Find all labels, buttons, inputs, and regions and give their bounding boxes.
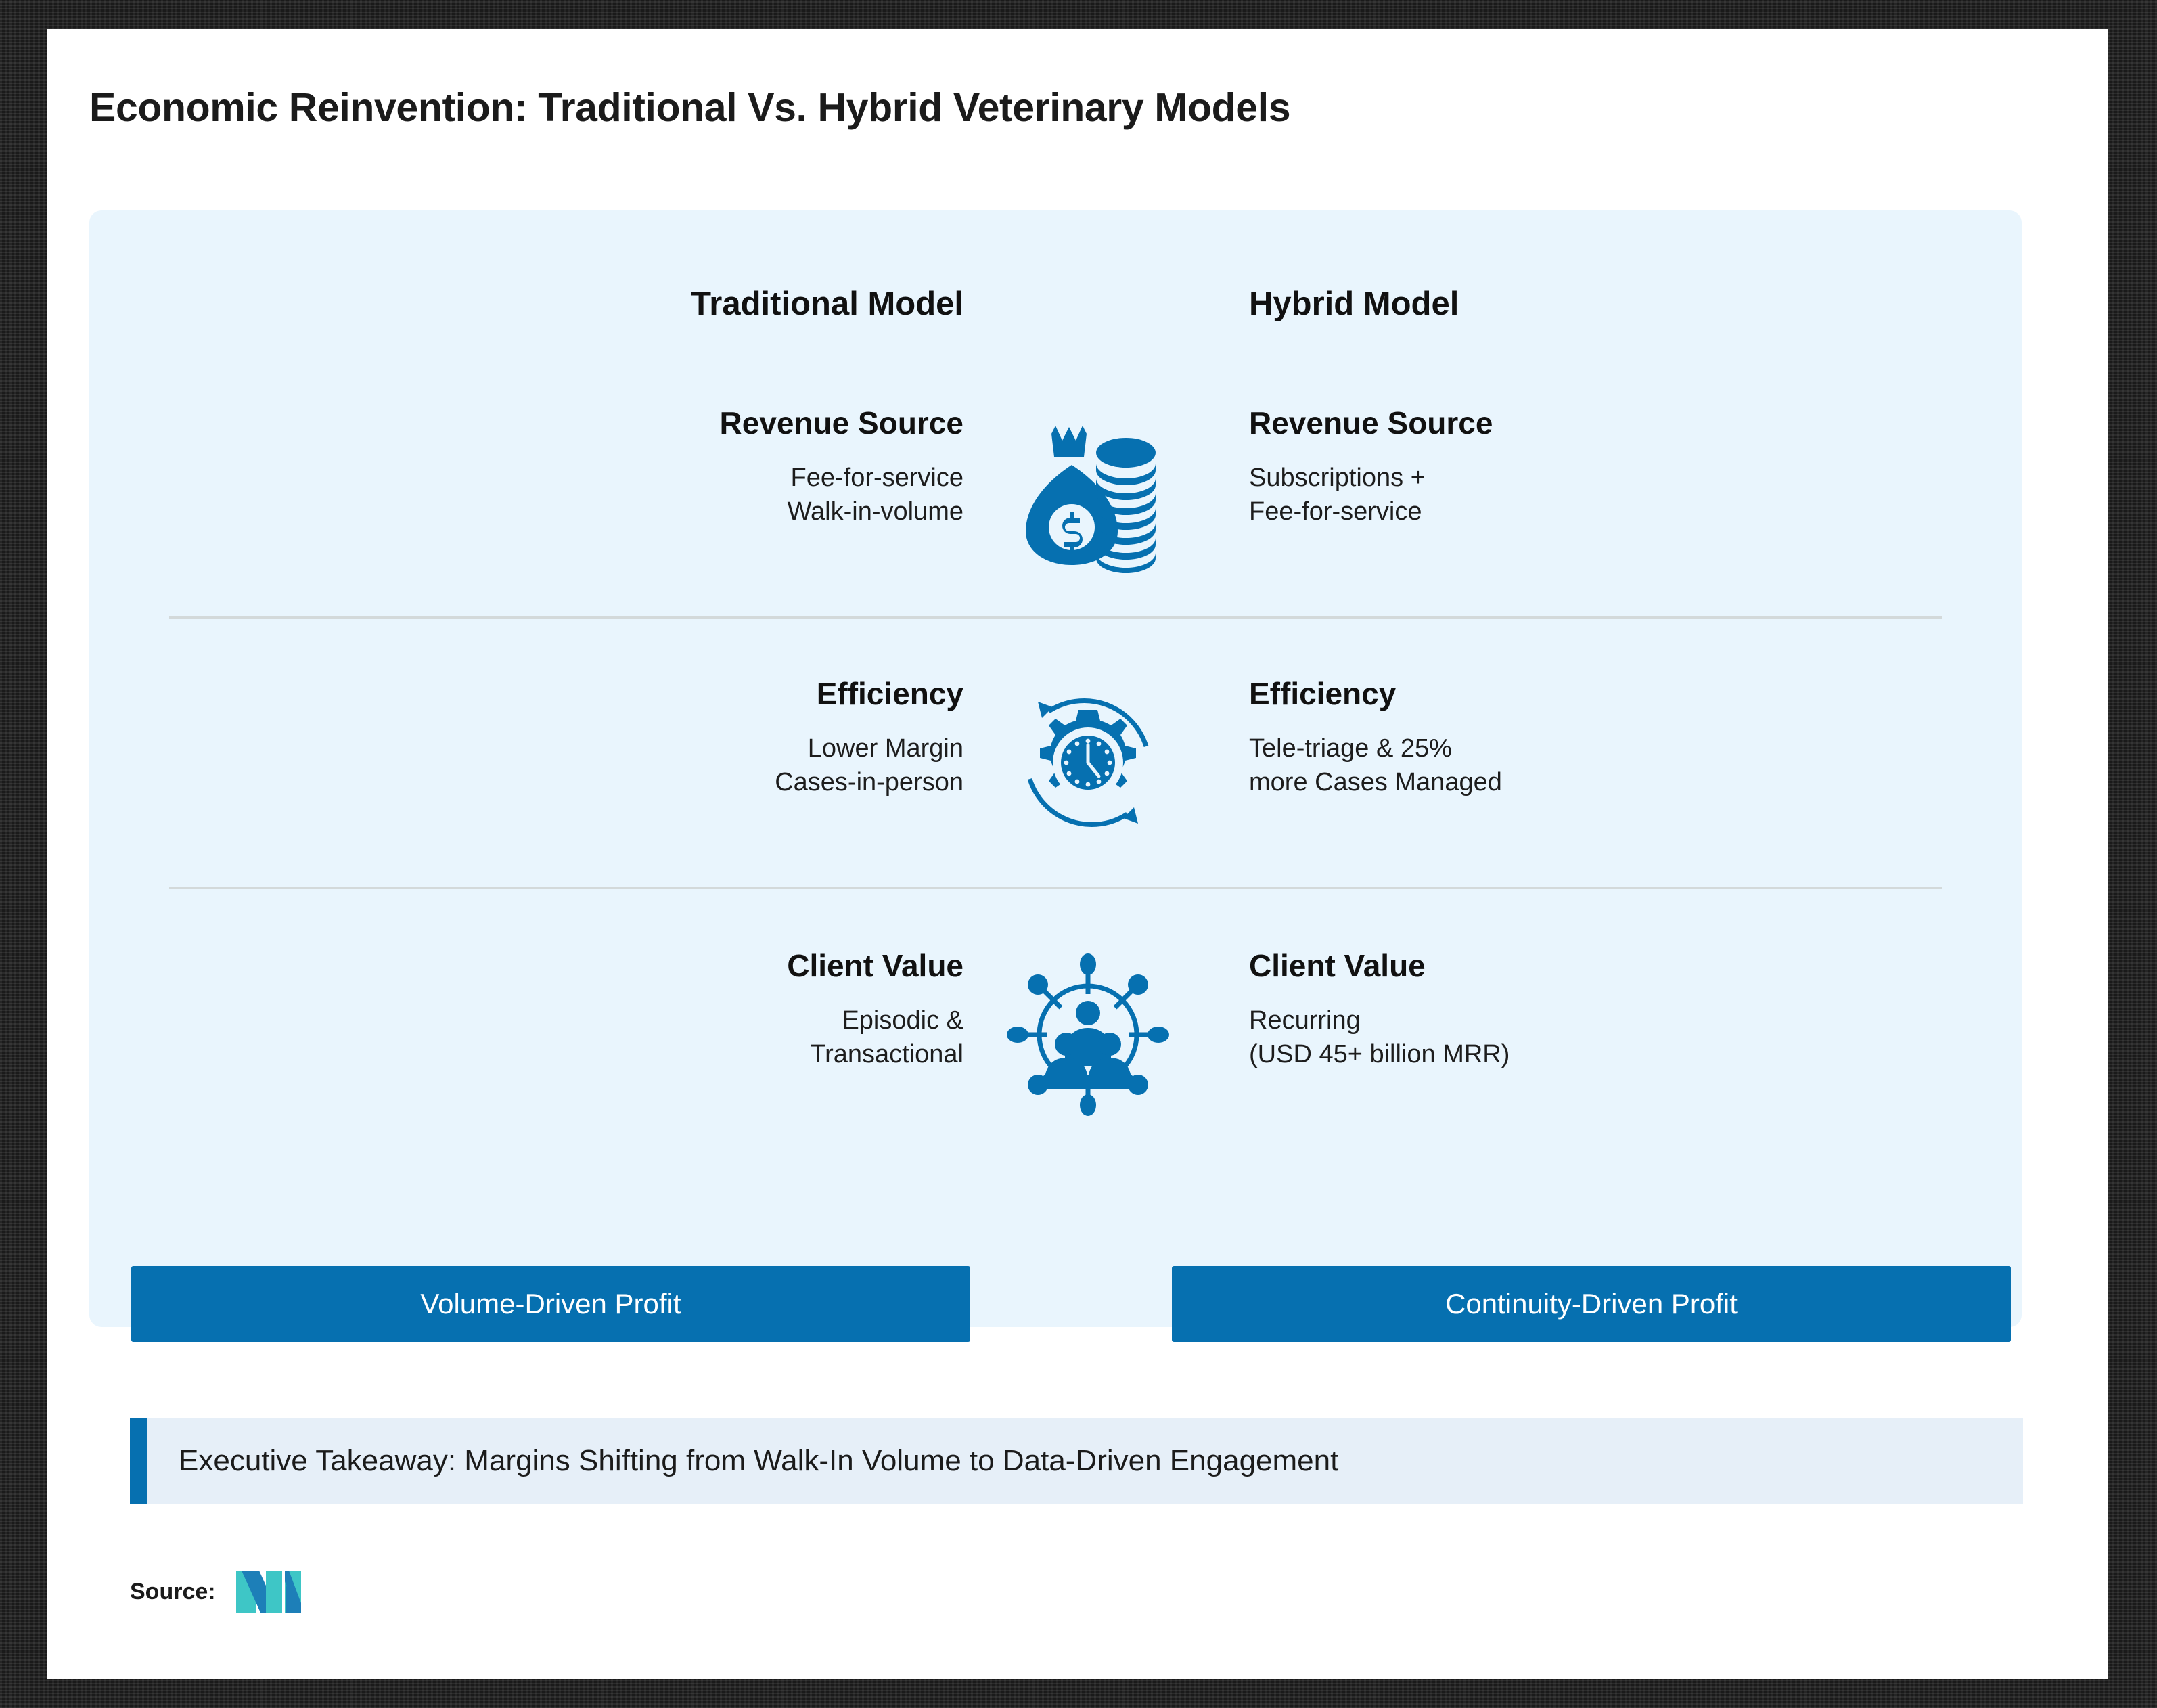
row-efficiency-hybrid: Efficiency Tele-triage & 25% more Cases …: [1249, 677, 2007, 800]
row-divider-2: [169, 887, 1942, 889]
row-efficiency-traditional-line2: Cases-in-person: [775, 768, 963, 797]
row-divider-1: [169, 616, 1942, 619]
row-efficiency-traditional: Efficiency Lower Margin Cases-in-person: [89, 677, 963, 800]
row-revenue-hybrid-line1: Subscriptions +: [1249, 463, 1426, 492]
takeaway-accent-bar: [130, 1418, 147, 1504]
comparison-row-client-value: Client Value Episodic & Transactional: [89, 949, 2022, 1139]
row-efficiency-traditional-heading: Efficiency: [816, 676, 963, 711]
row-efficiency-hybrid-line2: more Cases Managed: [1249, 768, 1502, 797]
row-revenue-hybrid-heading: Revenue Source: [1249, 405, 1493, 441]
row-revenue-hybrid: Revenue Source Subscriptions + Fee-for-s…: [1249, 405, 2007, 529]
executive-takeaway-banner: Executive Takeaway: Margins Shifting fro…: [130, 1418, 2023, 1504]
infographic-card: Economic Reinvention: Traditional Vs. Hy…: [47, 29, 2108, 1679]
row-revenue-traditional-line1: Fee-for-service: [790, 463, 964, 492]
people-network-icon: [1007, 953, 1169, 1116]
pill-volume-driven-profit[interactable]: Volume-Driven Profit: [131, 1266, 970, 1342]
row-revenue-traditional-heading: Revenue Source: [719, 405, 963, 441]
row-client-value-hybrid-heading: Client Value: [1249, 948, 1426, 983]
row-efficiency-hybrid-line1: Tele-triage & 25%: [1249, 734, 1452, 763]
row-revenue-traditional-line2: Walk-in-volume: [787, 497, 963, 526]
row-efficiency-hybrid-heading: Efficiency: [1249, 676, 1397, 711]
comparison-panel: Traditional Model Hybrid Model Revenue S…: [89, 210, 2022, 1342]
mi-logo-icon: [235, 1571, 301, 1613]
row-revenue-traditional: Revenue Source Fee-for-service Walk-in-v…: [89, 405, 964, 529]
row-client-value-hybrid-line1: Recurring: [1249, 1006, 1361, 1035]
source-row: Source:: [130, 1571, 301, 1613]
row-client-value-hybrid: Client Value Recurring (USD 45+ billion …: [1249, 949, 2007, 1072]
column-header-traditional: Traditional Model: [691, 286, 963, 322]
row-efficiency-traditional-line1: Lower Margin: [807, 734, 963, 763]
page-title: Economic Reinvention: Traditional Vs. Hy…: [89, 85, 1291, 130]
row-client-value-traditional-heading: Client Value: [787, 948, 963, 983]
comparison-row-efficiency: Efficiency Lower Margin Cases-in-person: [89, 677, 2022, 867]
comparison-row-revenue: Revenue Source Fee-for-service Walk-in-v…: [89, 405, 2022, 596]
pill-continuity-driven-profit[interactable]: Continuity-Driven Profit: [1172, 1266, 2011, 1342]
gear-clock-cycle-icon: [1007, 681, 1169, 844]
row-revenue-hybrid-line2: Fee-for-service: [1249, 497, 1422, 526]
money-bag-coins-icon: [1007, 411, 1169, 573]
row-client-value-hybrid-line2: (USD 45+ billion MRR): [1249, 1040, 1510, 1069]
row-client-value-traditional-line2: Transactional: [810, 1040, 963, 1069]
row-client-value-traditional-line1: Episodic &: [842, 1006, 963, 1035]
column-header-hybrid: Hybrid Model: [1249, 286, 1459, 322]
takeaway-text: Executive Takeaway: Margins Shifting fro…: [179, 1444, 1339, 1477]
source-label: Source:: [130, 1578, 216, 1604]
row-client-value-traditional: Client Value Episodic & Transactional: [89, 949, 963, 1072]
